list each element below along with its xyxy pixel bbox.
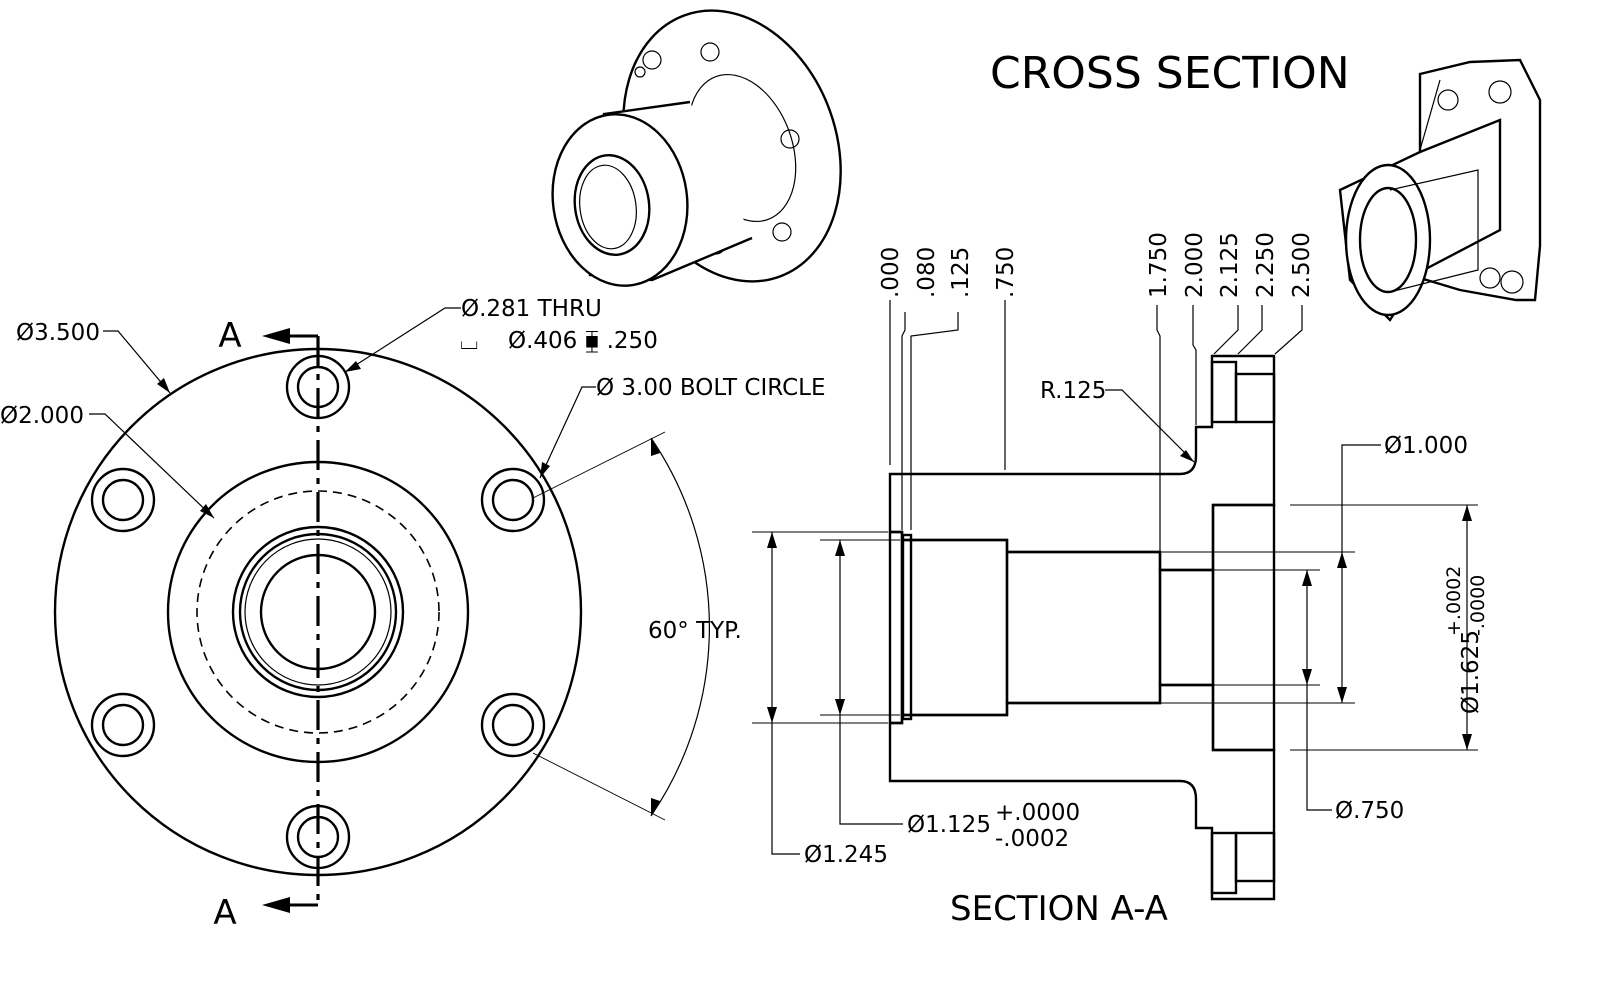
cross-section-title: CROSS SECTION bbox=[990, 48, 1350, 99]
front-leaders bbox=[89, 307, 710, 821]
dim-hub-diameter: Ø2.000 bbox=[0, 403, 84, 429]
cross-section-view: CROSS SECTION bbox=[990, 48, 1542, 322]
dim-1625-tol-minus: -.0000 bbox=[1467, 575, 1489, 636]
depth-label-750: .750 bbox=[993, 247, 1019, 298]
dim-750-lines bbox=[1160, 569, 1332, 811]
dim-1625-tol-plus: +.0002 bbox=[1443, 566, 1465, 636]
depth-leaders bbox=[889, 300, 1303, 565]
depth-label-000: .000 bbox=[878, 247, 904, 298]
bore-inner-ring bbox=[244, 538, 392, 686]
section-marker-top: A bbox=[218, 316, 241, 356]
dim-1625: Ø1.625 bbox=[1458, 630, 1484, 714]
counterbore-icon: ⌴ bbox=[460, 329, 478, 355]
dim-outer-diameter: Ø3.500 bbox=[16, 320, 100, 346]
cutting-plane-line: A A bbox=[213, 316, 320, 933]
dim-750: Ø.750 bbox=[1335, 798, 1404, 824]
dim-1625-lines bbox=[1290, 504, 1478, 751]
depth-label-2000: 2.000 bbox=[1182, 232, 1208, 298]
bolt-hole-upper-right bbox=[480, 467, 546, 533]
depth-label-080: .080 bbox=[914, 247, 940, 298]
section-solid-lower bbox=[888, 683, 1276, 901]
dim-angle: 60° TYP. bbox=[648, 618, 742, 644]
hidden-counterbore-circle bbox=[196, 490, 440, 734]
dim-1245: Ø1.245 bbox=[804, 842, 888, 868]
dim-1125-lines bbox=[820, 539, 903, 825]
section-a-a: .000 .080 .125 .750 1.750 2.000 2.125 2.… bbox=[752, 232, 1489, 929]
dim-1125-tol-plus: +.0000 bbox=[995, 800, 1080, 826]
dim-1125-tol-minus: -.0002 bbox=[995, 826, 1069, 852]
front-view: A A Ø3.500 Ø2.000 Ø.281 THRU ⌴ Ø.406 ⧯ .… bbox=[0, 296, 826, 933]
section-title: SECTION A-A bbox=[950, 889, 1168, 929]
dim-1125: Ø1.125 bbox=[907, 812, 991, 838]
bolt-hole-lower-left bbox=[90, 692, 156, 758]
dim-bolt-circle: Ø 3.00 BOLT CIRCLE bbox=[596, 375, 826, 401]
dim-1245-lines bbox=[752, 531, 888, 855]
depth-label-2500: 2.500 bbox=[1289, 232, 1315, 298]
depth-label-125: .125 bbox=[948, 247, 974, 298]
depth-labels: .000 .080 .125 .750 1.750 2.000 2.125 2.… bbox=[878, 232, 1315, 298]
isometric-view bbox=[551, 9, 842, 287]
dim-1000-lines bbox=[1160, 444, 1381, 704]
depth-label-1750: 1.750 bbox=[1146, 232, 1172, 298]
bolt-hole-lower-right bbox=[480, 692, 546, 758]
depth-label-2250: 2.250 bbox=[1253, 232, 1279, 298]
dim-counterbore: Ø.406 ⧯ .250 bbox=[508, 328, 658, 354]
bore-outer-circle bbox=[231, 525, 405, 699]
dim-fillet-radius: R.125 bbox=[1040, 378, 1106, 404]
section-marker-bottom: A bbox=[213, 893, 236, 933]
depth-label-2125: 2.125 bbox=[1217, 232, 1243, 298]
dim-hole-thru: Ø.281 THRU bbox=[461, 296, 602, 322]
bolt-hole-upper-left bbox=[90, 467, 156, 533]
dim-1000: Ø1.000 bbox=[1384, 433, 1468, 459]
